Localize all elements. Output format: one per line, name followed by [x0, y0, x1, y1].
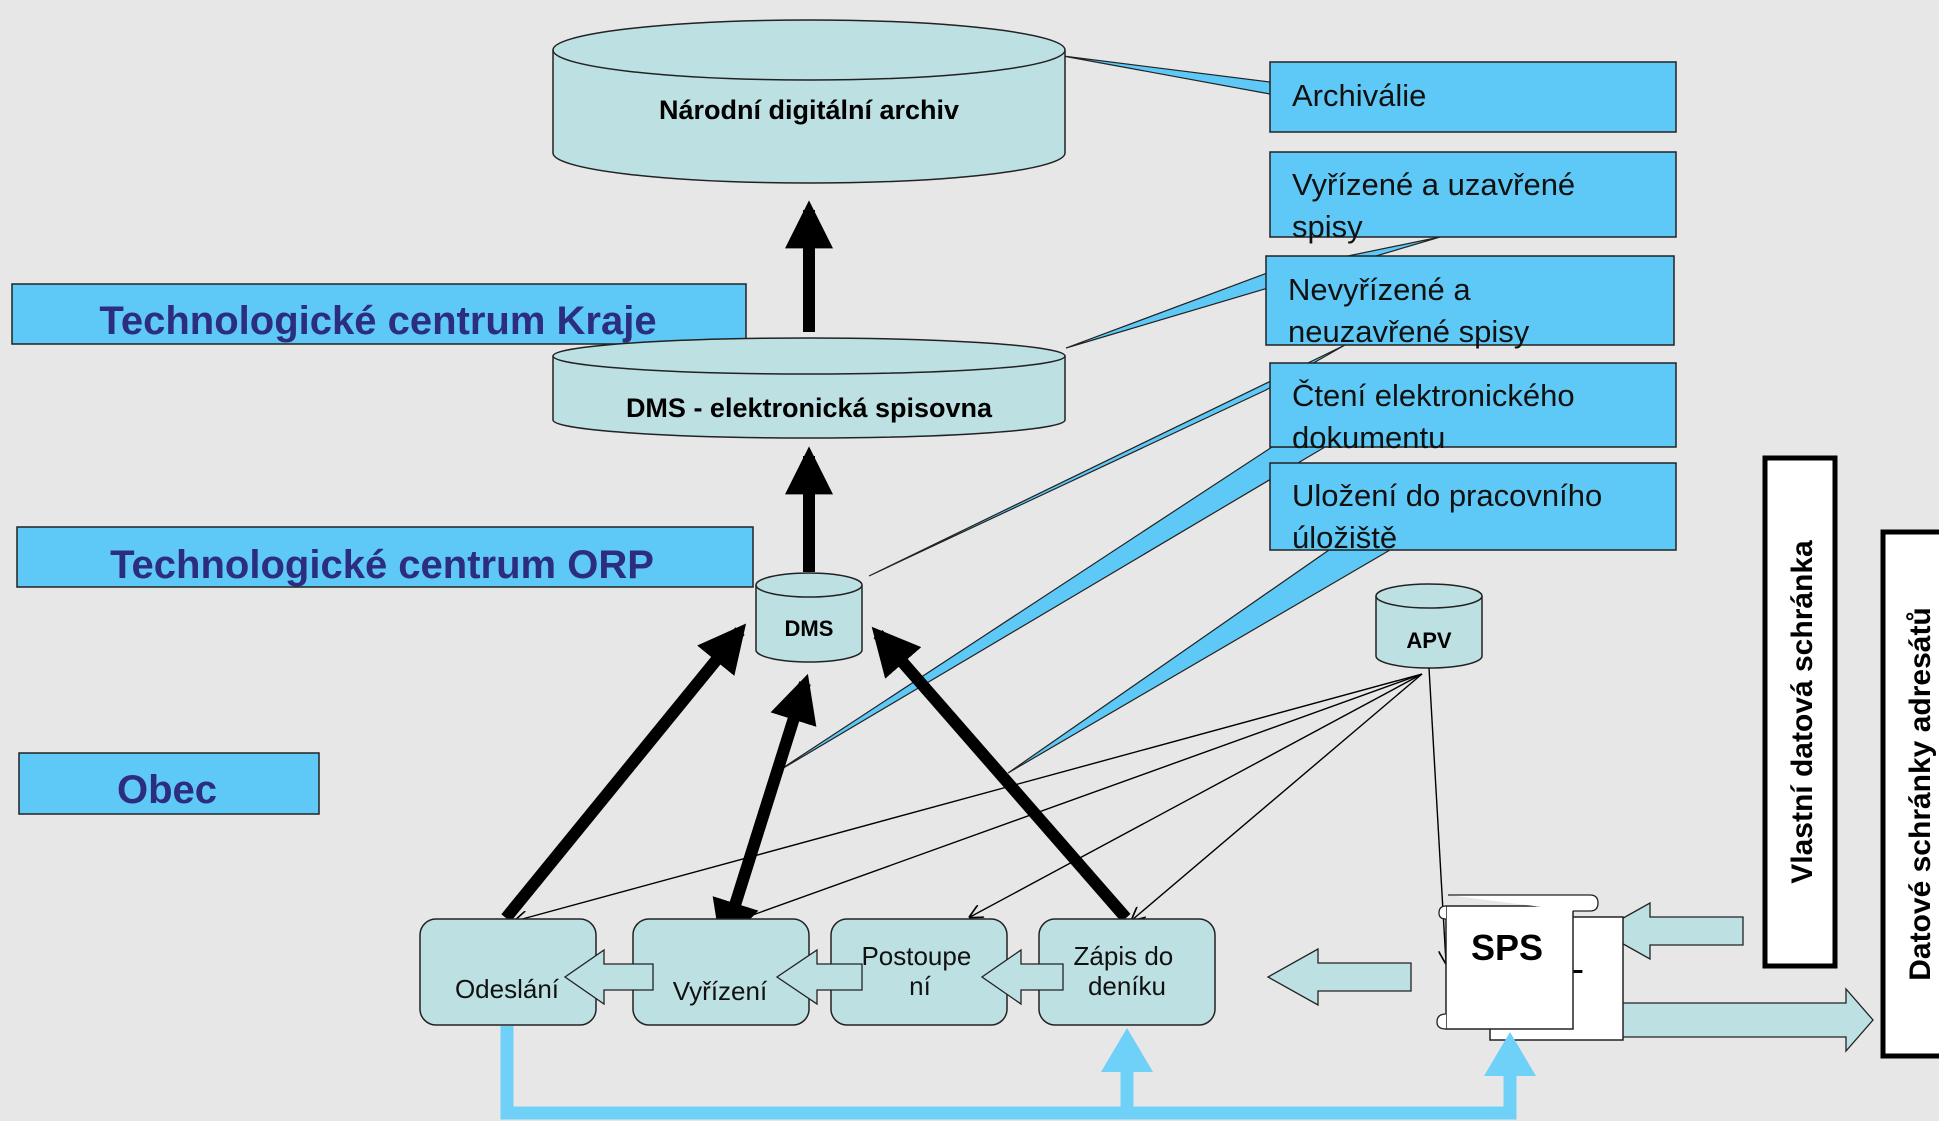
- process-odeslani-label: Odeslání: [455, 974, 560, 1004]
- band-kraj: Technologické centrum Kraje: [11, 283, 747, 345]
- db-dms: DMS: [755, 572, 863, 663]
- callout-archivalie-text: Archiválie: [1292, 78, 1426, 113]
- apv-line-postoupeni: [970, 673, 1423, 917]
- db-apv-label: APV: [1406, 628, 1452, 653]
- block-arrow-postoupeni-to-vyrizeni: [775, 948, 863, 1006]
- db-dms-label: DMS: [785, 616, 834, 641]
- band-orp: Technologické centrum ORP: [16, 526, 754, 588]
- block-arrow-sps-to-zapis: [1266, 947, 1412, 1007]
- callout-vyrizene: Vyřízené a uzavřené spisy: [1269, 151, 1677, 244]
- process-vyrizeni-label: Vyřízení: [673, 976, 768, 1006]
- vertical-vlastni-datova-schranka: Vlastní datová schránka: [1762, 455, 1838, 969]
- callout-archivalie: Archiválie: [1269, 61, 1677, 133]
- apv-line-vyrizeni: [725, 673, 1423, 925]
- block-arrow-zapis-to-postoupeni: [980, 948, 1064, 1006]
- callout-nevyrizene: Nevyřízené a neuzavřené spisy: [1265, 255, 1675, 349]
- block-arrow-vyrizeni-to-odeslani: [563, 948, 654, 1006]
- process-zapis-label: Zápis do deníku: [1074, 941, 1181, 1001]
- callout-nevyrizene-text: Nevyřízené a neuzavřené spisy: [1288, 272, 1530, 349]
- apv-lines: [515, 667, 1446, 963]
- db-dms-spisovna: DMS - elektronická spisovna: [552, 337, 1066, 439]
- db-narodni-archiv: Národní digitální archiv: [552, 19, 1066, 184]
- apv-line-odeslani: [515, 673, 1423, 921]
- block-arrow-vlastni-to-sps: [1598, 901, 1744, 961]
- vertical-adresatu-label: Datové schránky adresátů: [1904, 607, 1937, 981]
- db-narodni-archiv-label: Národní digitální archiv: [659, 95, 959, 125]
- apv-line-zapis: [1132, 673, 1423, 920]
- pointer-archivalie: [1062, 55, 1271, 95]
- db-dms-spisovna-label: DMS - elektronická spisovna: [626, 393, 993, 423]
- db-apv: APV: [1375, 583, 1483, 669]
- return-loop-head-zapis: [1101, 1028, 1153, 1072]
- vertical-datove-schranky-adresatu: Datové schránky adresátů: [1880, 529, 1939, 1059]
- band-obec-label: Obec: [117, 768, 217, 812]
- callout-pointers: [774, 55, 1441, 774]
- return-loop-path: [500, 1026, 1517, 1120]
- thick-arrows: [501, 200, 1131, 950]
- callout-cteni: Čtení elektronického dokumentu: [1269, 362, 1677, 455]
- arrow-odeslani-to-dms: [501, 623, 747, 922]
- block-arrow-sps-to-adresatu: [1605, 987, 1874, 1053]
- process-postoupeni-label: Postoupe ní: [861, 941, 978, 1001]
- return-loop: [500, 1026, 1536, 1120]
- process-odeslani: Odeslání: [419, 918, 597, 1026]
- vertical-vlastni-label: Vlastní datová schránka: [1786, 540, 1819, 884]
- process-vyrizeni: Vyřízení: [632, 918, 810, 1026]
- document-sps: SPS: [1436, 894, 1599, 1030]
- process-postoupeni: Postoupe ní: [830, 918, 1008, 1026]
- callout-ulozeni-text: Uložení do pracovního úložiště: [1292, 478, 1611, 555]
- arrow-dms-vyrizeni: [712, 673, 817, 950]
- callout-vyrizene-text: Vyřízené a uzavřené spisy: [1292, 167, 1584, 244]
- sps-block-arrows: [1266, 901, 1874, 1053]
- callout-ulozeni: Uložení do pracovního úložiště: [1269, 462, 1677, 555]
- step-arrows: [563, 948, 1064, 1006]
- process-zapis: Zápis do deníku: [1038, 918, 1216, 1026]
- arrow-zapis-to-dms: [871, 626, 1131, 922]
- return-loop-head-sps: [1484, 1032, 1536, 1076]
- band-kraj-label: Technologické centrum Kraje: [99, 299, 656, 343]
- band-obec: Obec: [18, 752, 320, 815]
- band-orp-label: Technologické centrum ORP: [110, 543, 654, 587]
- callout-cteni-text: Čtení elektronického dokumentu: [1292, 378, 1583, 455]
- document-sps-label: SPS: [1471, 927, 1543, 968]
